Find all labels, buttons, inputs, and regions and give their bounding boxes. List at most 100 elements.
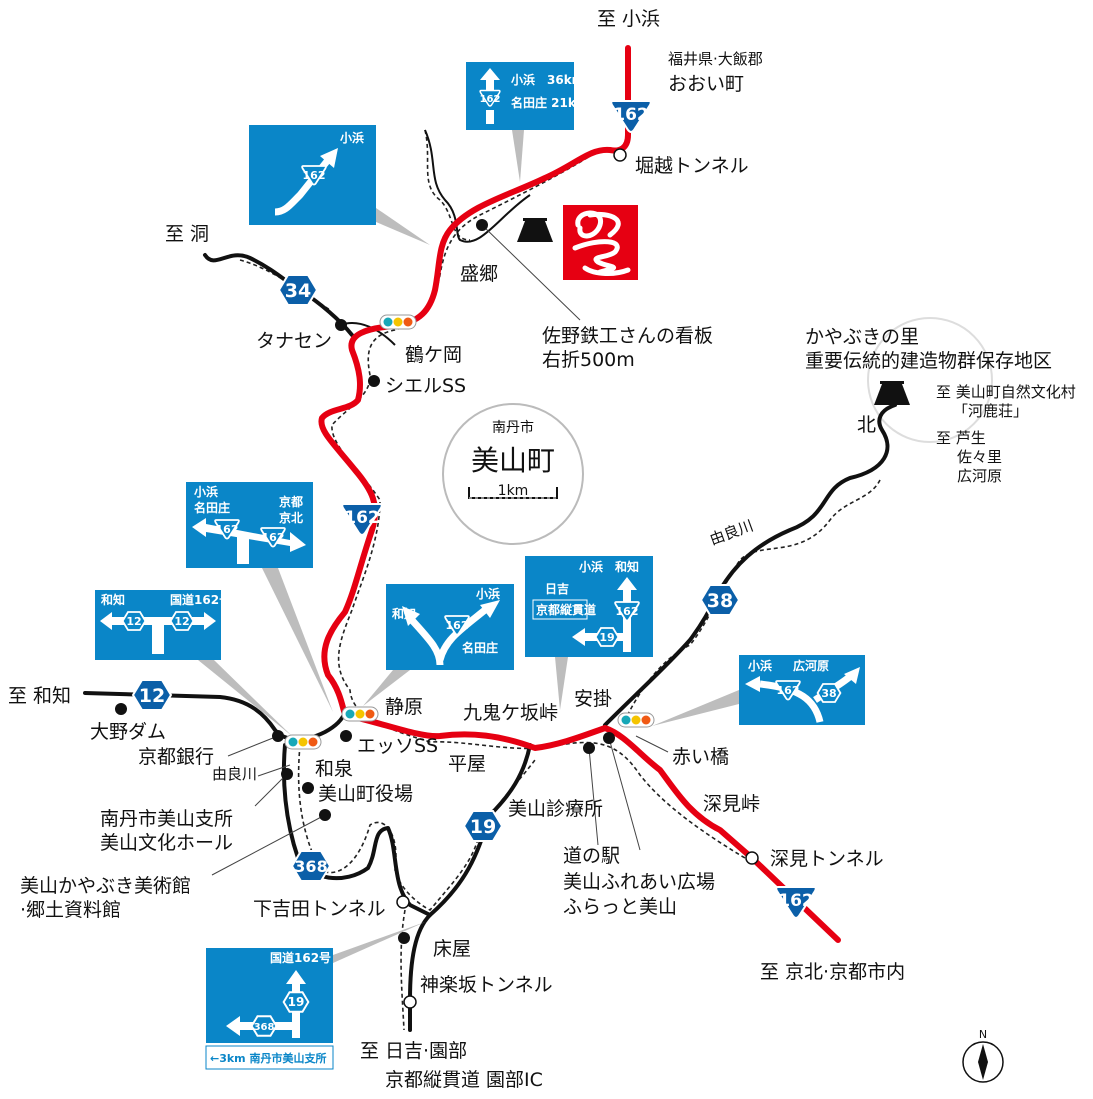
svg-text:34: 34 <box>285 280 311 302</box>
leader-lines <box>211 224 669 876</box>
label-kyoto-bank: 京都銀行 <box>138 746 214 768</box>
sign-text: 名田庄 21km <box>511 95 588 110</box>
route-38-shield: 38 <box>700 584 740 616</box>
label-agake: 安掛 <box>574 688 612 710</box>
sign-shield: 12 <box>126 615 141 628</box>
sign-shield: 162 <box>262 531 285 544</box>
poi-markers <box>115 219 615 944</box>
route-368-road <box>281 743 432 1032</box>
svg-text:38: 38 <box>707 590 733 612</box>
traffic-light-icons <box>284 314 655 750</box>
direction-sign-hirogawara: 162 38 小浜 広河原 <box>739 655 865 725</box>
sign-text: 和知 <box>614 559 639 574</box>
sign-text: 小浜 <box>340 130 364 145</box>
label-kayabuki: かやぶきの里 <box>805 326 919 348</box>
route-19-shield: 19 <box>463 810 503 842</box>
route-162-shield: 162 <box>775 886 817 919</box>
sign-text: 小浜 36km <box>511 72 584 87</box>
sign-text: 小浜 <box>194 484 218 499</box>
label-kukigasaka-pass: 九鬼ケ坂峠 <box>463 702 558 724</box>
label-hirogawara: 広河原 <box>957 467 1002 485</box>
label-to-wachi: 至 和知 <box>8 685 71 707</box>
label-kita: 北 <box>857 414 876 436</box>
svg-text:162: 162 <box>344 508 380 528</box>
svg-text:12: 12 <box>139 685 165 707</box>
label-michinoeki: 道の駅 <box>563 845 620 867</box>
tunnel-markers <box>396 148 759 1009</box>
label-to-keihoku: 至 京北·京都市内 <box>760 961 905 983</box>
direction-sign-obama-kyoto: 162 162 小浜 名田庄 京都 京北 <box>186 482 313 568</box>
sign-text: 京都 <box>279 494 303 509</box>
label-esso-ss: エッソSS <box>357 735 438 757</box>
label-kayabuki-museum: 美山かやぶき美術館 <box>20 875 191 897</box>
label-sasari: 佐々里 <box>957 448 1002 466</box>
label-horikoshi-tunnel: 堀越トンネル <box>635 155 749 177</box>
svg-text:368: 368 <box>294 857 327 876</box>
sign-shield: 162 <box>480 94 501 105</box>
label-tokoya: 床屋 <box>433 938 471 960</box>
sign-text: 広河原 <box>793 658 829 673</box>
direction-sign-368: 19 368 国道162号 ←3km 南丹市美山支所 <box>205 948 334 1070</box>
direction-sign-wachi-obama: 162 小浜 和知 名田庄 <box>386 584 514 670</box>
label-fukami-tunnel: 深見トンネル <box>770 848 884 870</box>
label-to-hora: 至 洞 <box>165 223 209 245</box>
svg-text:N: N <box>979 1028 987 1041</box>
sign-text: 名田庄 <box>462 640 498 655</box>
svg-text:19: 19 <box>470 816 496 838</box>
sign-text: 国道162号 <box>270 950 331 965</box>
sign-shield: 19 <box>599 631 614 644</box>
label-ohi: おおい町 <box>668 73 744 95</box>
label-folk-museum: ·郷土資料館 <box>20 899 121 921</box>
direction-sign-wachi: 12 12 和知 国道162号 <box>95 590 231 660</box>
sign-shield: 12 <box>174 615 189 628</box>
label-sonobe-ic: 京都縦貫道 園部IC <box>385 1069 543 1091</box>
sign-text: 小浜 <box>748 658 772 673</box>
route-368-shield: 368 <box>291 850 331 882</box>
label-sano-turn: 右折500m <box>542 349 635 371</box>
city-name: 南丹市 <box>492 419 534 436</box>
thatched-house-icon <box>874 381 910 405</box>
sign-text: 小浜 <box>579 559 603 574</box>
sign-text: 名田庄 <box>194 500 230 515</box>
town-badge: 南丹市 美山町 1km <box>442 403 584 545</box>
scale-label: 1km <box>498 483 529 499</box>
sign-shield: 162 <box>777 684 800 697</box>
sano-tekko-logo <box>563 205 638 280</box>
thatched-house-icon <box>517 218 553 242</box>
label-kajikaso: 「河鹿荘」 <box>953 402 1028 420</box>
svg-text:162: 162 <box>613 105 649 125</box>
sign-text: 和知 <box>391 606 416 621</box>
sign-shield: 162 <box>216 523 239 536</box>
label-to-obama: 至 小浜 <box>597 8 660 30</box>
sign-shield: 162 <box>303 169 326 182</box>
sign-text: 国道162号 <box>170 592 231 607</box>
label-yura-river: 由良川 <box>212 765 257 783</box>
label-culture-hall: 美山文化ホール <box>100 832 233 854</box>
sign-text: 日吉 <box>545 581 569 596</box>
label-shell-ss: シエルSS <box>385 375 466 397</box>
sign-text: 京北 <box>279 510 303 525</box>
sign-shield: 162 <box>616 605 639 618</box>
label-kaguragasaka-tunnel: 神楽坂トンネル <box>420 974 553 996</box>
label-fureai-hiroba: 美山ふれあい広場 <box>563 871 715 893</box>
label-furatto-miyama: ふらっと美山 <box>563 896 677 918</box>
label-yura-river: 由良川 <box>707 516 755 548</box>
label-akai-bashi: 赤い橋 <box>672 746 729 768</box>
label-fukui: 福井県·大飯郡 <box>668 50 763 68</box>
label-branch-office: 南丹市美山支所 <box>100 808 233 830</box>
sign-pointers <box>198 130 739 963</box>
sign-text: 京都縦貫道 <box>536 602 596 617</box>
label-sano-sign: 佐野鉄工さんの看板 <box>542 325 713 347</box>
sign-footer: ←3km 南丹市美山支所 <box>210 1051 326 1065</box>
label-town-office: 美山町役場 <box>318 783 413 805</box>
route-162-road <box>318 45 841 943</box>
label-ono-dam: 大野ダム <box>90 721 166 743</box>
direction-sign-hiyoshi: 162 19 小浜 和知 日吉 京都縦貫道 <box>525 556 653 657</box>
direction-sign-obama-natasho: 162 小浜 36km 名田庄 21km <box>466 62 588 130</box>
label-hiraya: 平屋 <box>448 753 486 775</box>
place-labels: 至 小浜 福井県·大飯郡 おおい町 堀越トンネル 至 洞 盛郷 佐野鉄工さんの看… <box>8 8 1076 1091</box>
route-162-shield: 162 <box>341 503 383 536</box>
label-fukami-pass: 深見峠 <box>703 793 760 815</box>
sign-text: 和知 <box>100 592 125 607</box>
